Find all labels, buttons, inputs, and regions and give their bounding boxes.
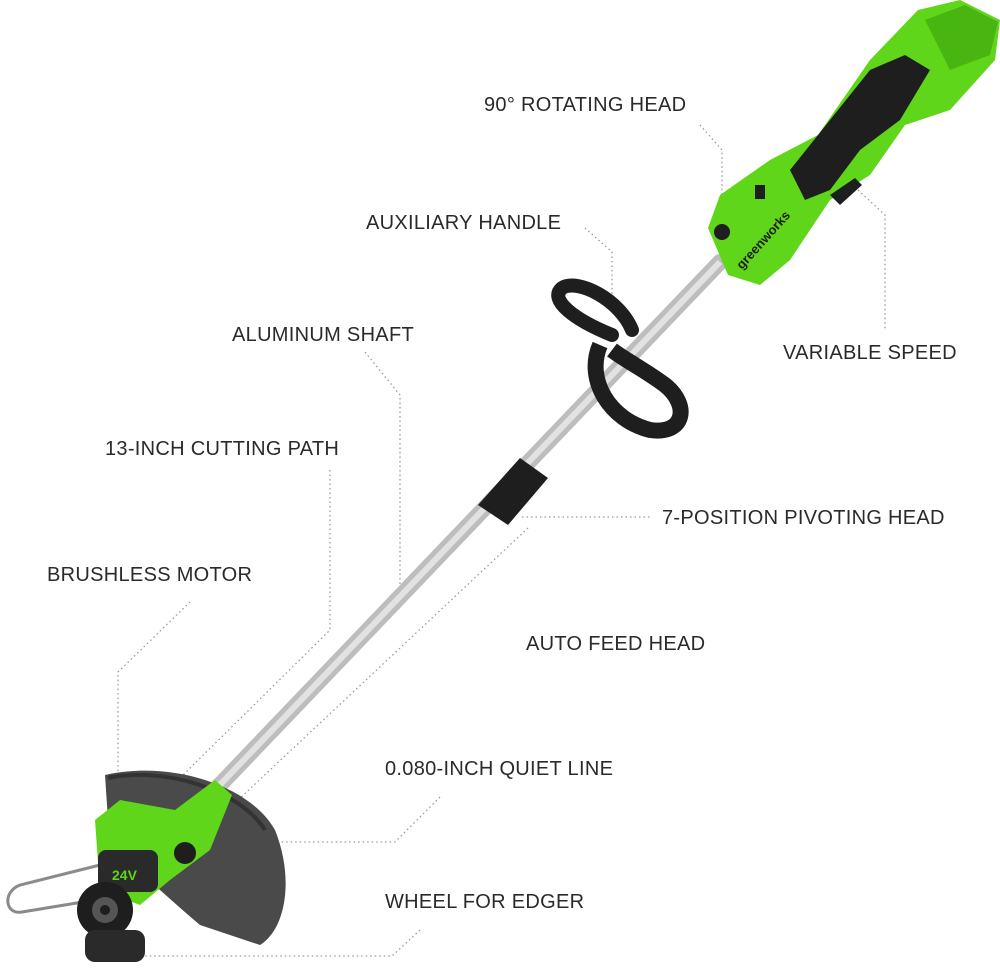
- leader-auto-feed-head: [237, 527, 529, 801]
- callout-auto-feed-head: AUTO FEED HEAD: [526, 633, 706, 655]
- leader-variable-speed: [857, 189, 886, 330]
- callout-quiet-line: 0.080-INCH QUIET LINE: [385, 758, 614, 780]
- leader-quiet-line: [190, 796, 441, 843]
- auxiliary-handle: [551, 278, 689, 439]
- leader-auxiliary-handle: [584, 227, 613, 300]
- leader-aluminum-shaft: [364, 351, 401, 585]
- edger-wheel: [77, 882, 145, 962]
- edger-guide: [6, 863, 101, 914]
- leader-lines: [100, 124, 886, 957]
- callout-rotating-head: 90° ROTATING HEAD: [484, 94, 687, 116]
- callout-auxiliary-handle: AUXILIARY HANDLE: [366, 212, 562, 234]
- leader-cutting-path: [179, 470, 331, 779]
- leader-brushless-motor: [117, 601, 191, 782]
- callout-brushless-motor: BRUSHLESS MOTOR: [47, 564, 253, 586]
- main-handle: [708, 0, 1000, 285]
- callout-wheel-edger: WHEEL FOR EDGER: [385, 891, 585, 913]
- callout-pivoting-head: 7-POSITION PIVOTING HEAD: [662, 507, 945, 529]
- callout-aluminum-shaft: ALUMINUM SHAFT: [232, 324, 414, 346]
- callout-variable-speed: VARIABLE SPEED: [783, 342, 957, 364]
- motor-housing: [95, 780, 232, 905]
- callout-cutting-path: 13-INCH CUTTING PATH: [105, 438, 340, 460]
- pivot-collar: [478, 458, 548, 525]
- motor-badge: 24V: [112, 867, 138, 883]
